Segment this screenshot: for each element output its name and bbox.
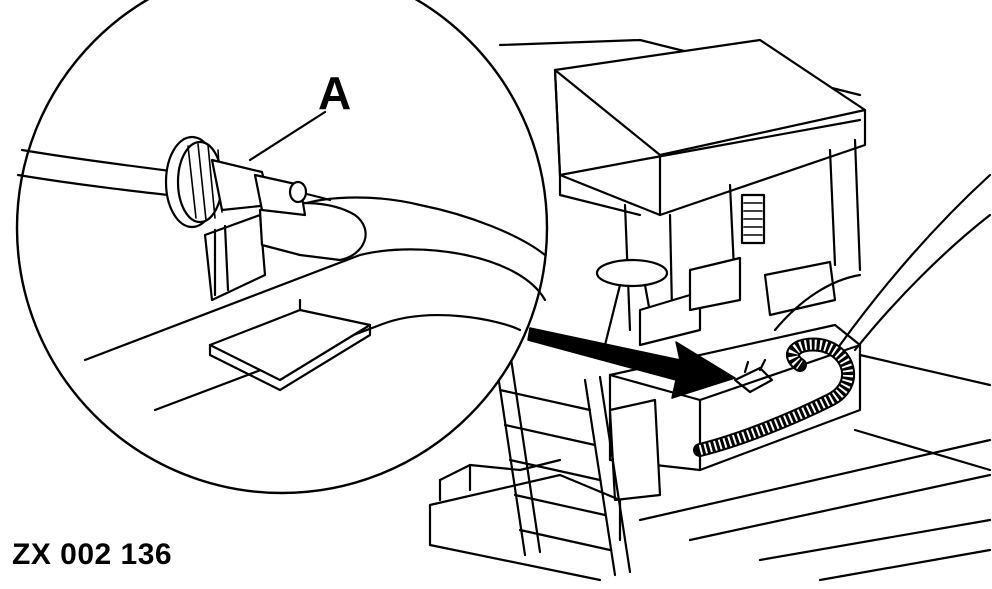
hose-coil-icon (693, 337, 855, 457)
connector-plug-icon (164, 135, 308, 229)
callout-label-a: A (318, 67, 352, 119)
detail-magnifier-icon (15, 0, 549, 495)
figure-reference-number: ZX 002 136 (12, 538, 173, 571)
vent-grille (740, 193, 766, 245)
arrow-pointer-icon (527, 327, 736, 399)
access-ladder (493, 350, 632, 577)
machine-background (428, 38, 992, 582)
steering-wheel (595, 258, 669, 288)
